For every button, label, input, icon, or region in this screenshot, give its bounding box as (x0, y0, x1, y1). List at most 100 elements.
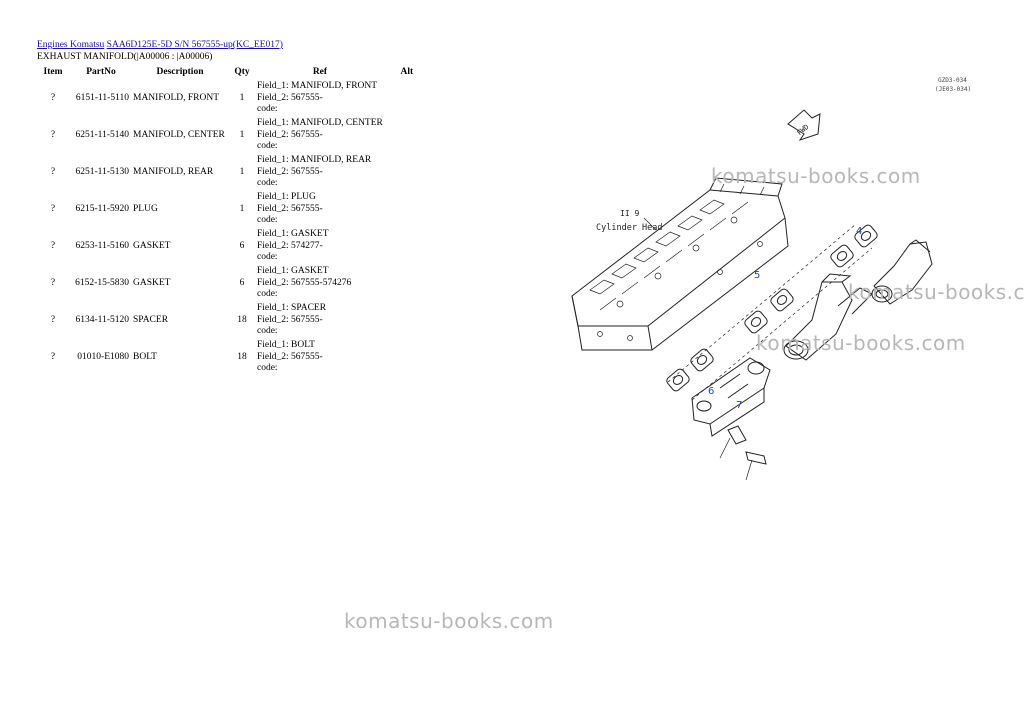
exhaust-manifold-drawing: II 9 Cylinder Head FWD 4 5 6 7 (571, 109, 933, 481)
cell-item: ? (50, 351, 56, 362)
ref-code: code: (257, 178, 278, 189)
cell-alt (385, 154, 429, 191)
cell-description: GASKET (133, 277, 171, 288)
ref-code: code: (257, 363, 278, 374)
cell-alt (385, 302, 429, 339)
cell-qty: 1 (239, 92, 245, 103)
ref-field-1: Field_1: SPACER (257, 303, 327, 314)
cell-alt (385, 265, 429, 302)
manifold-center-shape (783, 273, 873, 361)
table-header-row: Item PartNo Description Qty Ref Alt (35, 66, 429, 80)
cell-description: BOLT (133, 351, 157, 362)
cell-qty: 1 (239, 166, 245, 177)
cell-description: SPACER (133, 314, 169, 325)
breadcrumb: Engines Komatsu SAA6D125E-5D S/N 567555-… (37, 40, 283, 52)
cell-description: MANIFOLD, REAR (133, 166, 214, 177)
cell-item: ? (50, 277, 56, 288)
cell-alt (385, 117, 429, 154)
callout-7: 7 (736, 400, 742, 411)
fwd-label: FWD (796, 123, 811, 137)
cell-partno: 01010-E1080 (77, 351, 129, 362)
table-row: ? 6151-11-5110 MANIFOLD, FRONT 1 Field_1… (35, 80, 429, 117)
table-row: ? 6251-11-5130 MANIFOLD, REAR 1 Field_1:… (35, 154, 429, 191)
cell-item: ? (50, 166, 56, 177)
figure-code-2: (JE03-034) (935, 86, 972, 93)
table-row: ? 6134-11-5120 SPACER 18 Field_1: SPACER… (35, 302, 429, 339)
cell-partno: 6151-11-5110 (75, 92, 129, 103)
cell-item: ? (50, 240, 56, 251)
watermark: komatsu-books.com (344, 609, 554, 633)
cell-qty: 1 (239, 129, 245, 140)
cell-qty: 6 (239, 240, 245, 251)
parts-table: Item PartNo Description Qty Ref Alt ? 61… (35, 66, 429, 376)
manifold-rear-shape (871, 239, 933, 305)
spacer-shape (719, 425, 747, 459)
watermark: komatsu-books.com (711, 164, 921, 188)
cell-description: GASKET (133, 240, 171, 251)
cell-item: ? (50, 92, 56, 103)
cell-partno: 6134-11-5120 (75, 314, 129, 325)
ref-field-2: Field_2: 574277- (257, 240, 323, 251)
watermark: komatsu-books.com (756, 331, 966, 355)
header-qty: Qty (234, 67, 250, 78)
ref-code: code: (257, 104, 278, 115)
header-alt: Alt (400, 67, 414, 78)
breadcrumb-link-engines[interactable]: Engines Komatsu (37, 40, 105, 50)
cell-partno: 6215-11-5920 (75, 203, 129, 214)
cell-partno: 6251-11-5130 (75, 166, 129, 177)
cell-description: MANIFOLD, FRONT (133, 92, 220, 103)
cell-partno: 6253-11-5160 (75, 240, 129, 251)
callout-5: 5 (754, 270, 760, 281)
ref-field-2: Field_2: 567555- (257, 129, 323, 140)
ref-field-1: Field_1: BOLT (257, 340, 315, 351)
ref-field-1: Field_1: GASKET (257, 229, 329, 240)
cell-qty: 18 (237, 314, 247, 325)
breadcrumb-link-model[interactable]: SAA6D125E-5D S/N 567555-up(KC_EE017) (106, 40, 283, 50)
ref-field-2: Field_2: 567555- (257, 351, 323, 362)
cell-alt (385, 80, 429, 117)
cell-alt (385, 191, 429, 228)
table-row: ? 6251-11-5140 MANIFOLD, CENTER 1 Field_… (35, 117, 429, 154)
ref-field-1: Field_1: MANIFOLD, CENTER (257, 118, 383, 129)
cell-partno: 6152-15-5830 (75, 277, 129, 288)
ref-code: code: (257, 215, 278, 226)
fwd-arrow-icon (787, 109, 821, 141)
cylinder-head-label-line2: Cylinder Head (596, 223, 663, 233)
header-description: Description (156, 67, 204, 78)
cell-partno: 6251-11-5140 (75, 129, 129, 140)
cylinder-head-shape (571, 177, 789, 351)
header-ref: Ref (312, 67, 328, 78)
ref-field-1: Field_1: GASKET (257, 266, 329, 277)
header-item: Item (43, 67, 63, 78)
parts-diagram: II 9 Cylinder Head FWD 4 5 6 7 (560, 68, 1020, 493)
cell-item: ? (50, 129, 56, 140)
ref-code: code: (257, 252, 278, 263)
callout-6: 6 (708, 386, 714, 397)
ref-code: code: (257, 289, 278, 300)
cell-item: ? (50, 314, 56, 325)
ref-field-2: Field_2: 567555- (257, 166, 323, 177)
ref-field-2: Field_2: 567555- (257, 203, 323, 214)
page-title: EXHAUST MANIFOLD(|A00006 : |A00006) (37, 52, 213, 62)
cell-qty: 1 (239, 203, 245, 214)
cell-qty: 6 (239, 277, 245, 288)
ref-field-2: Field_2: 567555- (257, 92, 323, 103)
ref-field-1: Field_1: MANIFOLD, REAR (257, 155, 372, 166)
watermark: komatsu-books.com (848, 280, 1024, 304)
cell-item: ? (50, 203, 56, 214)
cell-alt (385, 339, 429, 376)
cell-alt (385, 228, 429, 265)
ref-field-1: Field_1: MANIFOLD, FRONT (257, 81, 378, 92)
ref-field-2: Field_2: 567555-574276 (257, 277, 352, 288)
